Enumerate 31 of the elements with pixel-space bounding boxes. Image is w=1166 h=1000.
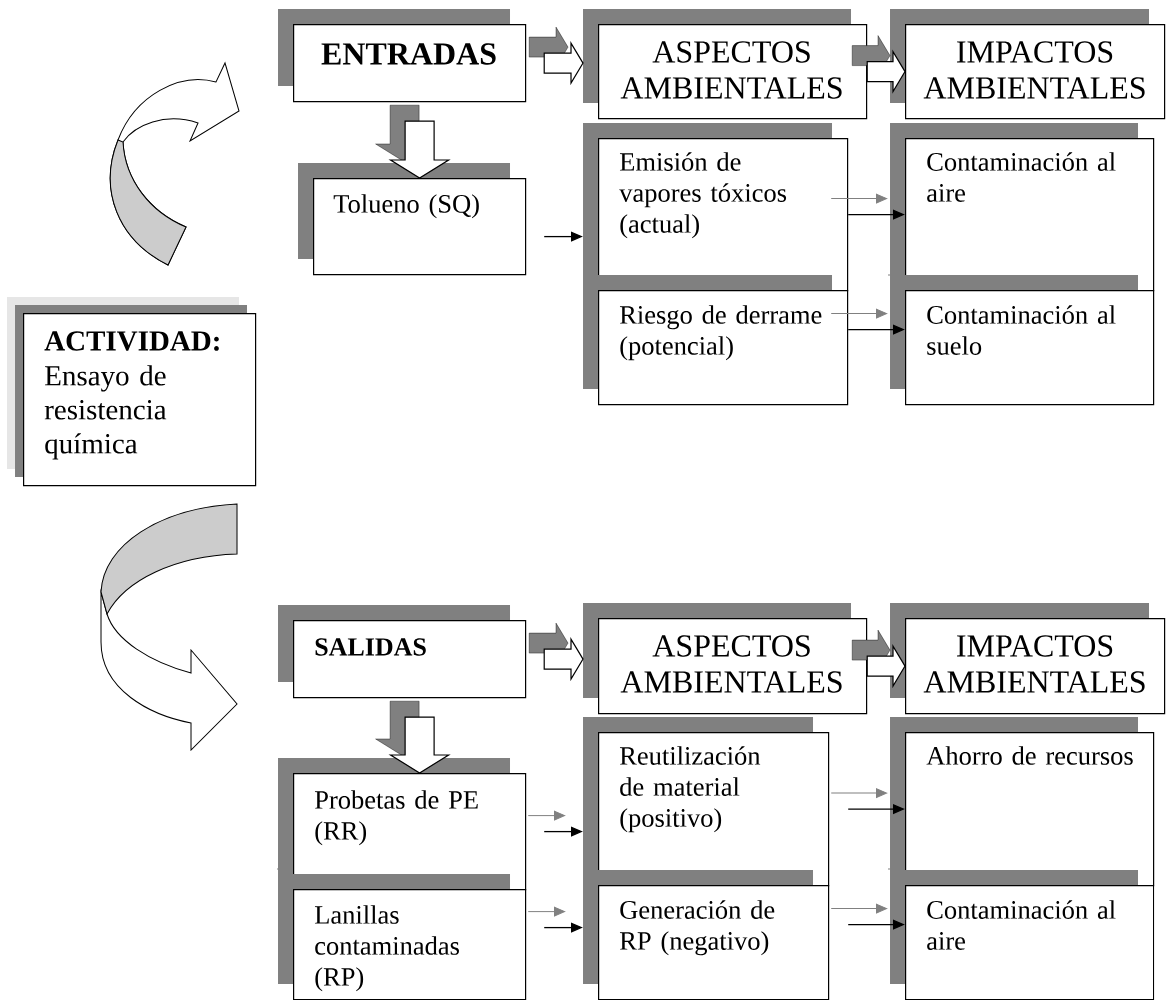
process-box: Reutilización de material (positivo): [583, 717, 830, 887]
process-box: Contaminación al suelo: [890, 275, 1155, 406]
process-box: Generación de RP (negativo): [583, 870, 830, 1000]
curved-arrow: [100, 503, 238, 751]
process-box: Tolueno (SQ): [298, 163, 527, 276]
header-box: ENTRADAS: [278, 9, 527, 103]
header-box: ASPECTOS AMBIENTALES: [583, 603, 868, 715]
header-box: IMPACTOS AMBIENTALES: [890, 9, 1166, 120]
activity-box: ACTIVIDAD: Ensayo de resistencia química: [7, 297, 257, 487]
arrow: [830, 788, 888, 798]
process-box: Ahorro de recursos: [890, 717, 1155, 887]
block-arrow: [529, 26, 584, 86]
curved-arrow: [109, 62, 240, 266]
header-box: ASPECTOS AMBIENTALES: [583, 9, 868, 120]
arrow: [527, 810, 566, 821]
arrow: [830, 193, 888, 204]
arrow: [830, 903, 888, 914]
arrow: [830, 308, 888, 319]
header-box: IMPACTOS AMBIENTALES: [890, 603, 1166, 715]
process-box: Emisión de vapores tóxicos (actual): [583, 123, 849, 292]
block-arrow: [529, 622, 584, 682]
process-box: Contaminación al aire: [890, 123, 1155, 292]
header-box: SALIDAS: [278, 605, 527, 699]
block-arrow: [375, 105, 451, 179]
process-box: Riesgo de derrame (potencial): [583, 275, 849, 406]
block-arrow: [852, 35, 906, 94]
arrow: [527, 906, 566, 917]
process-box: Lanillas contaminadas (RP): [278, 874, 527, 1000]
block-arrow: [852, 629, 906, 689]
process-box: Contaminación al aire: [890, 870, 1155, 1000]
block-arrow: [375, 701, 451, 774]
